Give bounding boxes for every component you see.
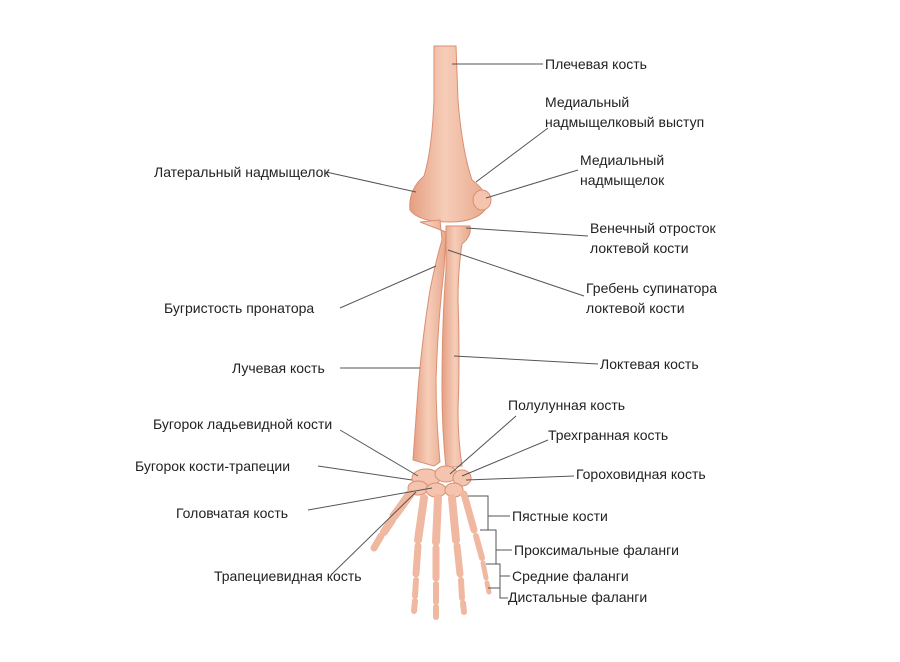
label-lateral-epicondyle: Латеральный надмыщелок xyxy=(154,164,330,180)
leader-trapezium xyxy=(317,465,413,481)
label-supinator-crest-line2: локтевой кости xyxy=(586,300,685,316)
label-trapezium-tubercle: Бугорок кости-трапеции xyxy=(135,458,291,474)
label-medial-supracondylar-line2: надмыщелковый выступ xyxy=(545,114,705,130)
leader-medial-epicondyle xyxy=(485,169,579,199)
leader-triquetrum xyxy=(461,439,549,477)
leader-supinator-crest xyxy=(447,249,585,297)
leader-pronator xyxy=(339,265,437,309)
leader-middle xyxy=(486,563,510,577)
leader-coronoid xyxy=(465,227,589,237)
label-proximal-phalanges: Проксимальные фаланги xyxy=(514,542,679,558)
label-middle-phalanges: Средние фаланги xyxy=(512,568,629,584)
label-supinator-crest-line1: Гребень супинатора xyxy=(586,280,717,296)
label-triquetrum: Трехгранная кость xyxy=(548,427,669,443)
label-scaphoid-tubercle: Бугорок ладьевидной кости xyxy=(153,416,333,432)
label-coronoid-line2: локтевой кости xyxy=(590,240,689,256)
leader-pisiform xyxy=(465,475,575,481)
leader-lateral-epicondyle xyxy=(325,171,417,193)
label-trapezoid: Трапециевидная кость xyxy=(214,568,362,584)
label-radius: Лучевая кость xyxy=(232,360,325,376)
leader-proximal xyxy=(480,529,512,551)
label-medial-epicondyle-line2: надмыщелок xyxy=(580,172,665,188)
label-medial-supracondylar-line1: Медиальный xyxy=(545,94,630,110)
leader-trapezoid xyxy=(331,491,417,575)
leader-ulna xyxy=(453,355,599,365)
label-metacarpals: Пястные кости xyxy=(512,508,608,524)
leader-medial-supracondylar xyxy=(475,127,549,183)
radius-bone xyxy=(412,219,447,467)
label-capitate: Головчатая кость xyxy=(176,505,289,521)
leader-distal xyxy=(488,587,508,599)
leader-scaphoid xyxy=(339,429,419,477)
humerus-bone xyxy=(409,45,492,223)
label-pisiform: Гороховидная кость xyxy=(576,466,706,482)
leader-metacarpals xyxy=(468,495,510,517)
leader-lunate xyxy=(449,415,517,475)
label-coronoid-line1: Венечный отросток xyxy=(590,220,716,236)
label-lunate: Полулунная кость xyxy=(508,397,626,413)
leader-lines xyxy=(307,63,599,599)
label-distal-phalanges: Дистальные фаланги xyxy=(508,589,648,605)
finger-bones xyxy=(411,490,492,620)
label-humerus: Плечевая кость xyxy=(545,56,647,72)
leader-capitate xyxy=(307,487,433,511)
label-medial-epicondyle-line1: Медиальный xyxy=(580,152,665,168)
label-ulna: Локтевая кость xyxy=(600,356,699,372)
thumb-bones xyxy=(370,489,415,552)
ulna-bone xyxy=(441,225,471,469)
label-pronator-tuberosity: Бугристость пронатора xyxy=(164,300,315,316)
